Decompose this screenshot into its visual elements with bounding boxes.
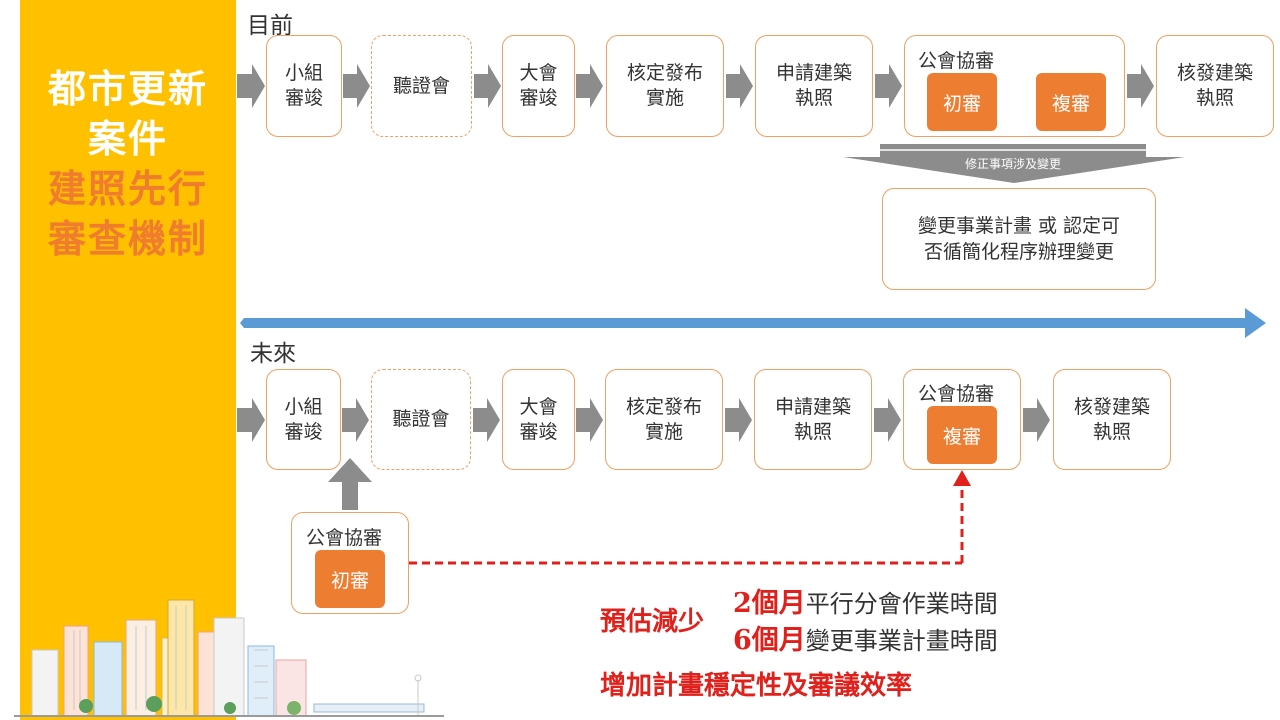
future-step-approval: 核定發布 實施 <box>605 369 723 470</box>
change-plan-box: 變更事業計畫 或 認定可 否循簡化程序辦理變更 <box>882 188 1156 290</box>
current-step-group-review: 小組 審竣 <box>266 35 342 137</box>
current-section-label: 目前 <box>247 13 293 39</box>
cityscape-illustration <box>14 599 444 717</box>
future-step-permit-issue: 核發建築 執照 <box>1053 369 1171 470</box>
sidebar-title-line3: 建照先行 <box>47 167 208 211</box>
current-step-approval: 核定發布 實施 <box>606 35 724 137</box>
future-guild-label: 公會協審 <box>918 383 995 405</box>
summary-line-1: 2個月平行分會作業時間 <box>733 581 998 620</box>
current-step-permit-apply: 申請建築 執照 <box>755 35 873 137</box>
early-initial-review: 初審 <box>315 550 385 608</box>
sidebar: 都市更新 案件 建照先行 審查機制 <box>20 0 236 720</box>
summary-line-2-text: 變更事業計畫時間 <box>805 627 998 655</box>
summary-line-2-emphasis: 6個月 <box>733 625 806 656</box>
summary-line-1-emphasis: 2個月 <box>733 588 806 619</box>
sidebar-title-line1: 都市更新 <box>47 67 208 111</box>
future-step-hearing: 聽證會 <box>371 369 471 470</box>
summary-line-2: 6個月變更事業計畫時間 <box>733 618 998 657</box>
future-re-review: 複審 <box>927 406 997 464</box>
reduce-label: 預估減少 <box>600 607 705 637</box>
current-step-permit-issue: 核發建築 執照 <box>1156 35 1274 137</box>
current-initial-review: 初審 <box>927 73 997 131</box>
sidebar-title-line4: 審查機制 <box>47 217 208 261</box>
early-guild-label: 公會協審 <box>306 527 383 549</box>
future-step-permit-apply: 申請建築 執照 <box>754 369 872 470</box>
revision-note: 修正事項涉及變更 <box>964 157 1061 171</box>
future-step-group-review: 小組 審竣 <box>266 369 341 470</box>
future-section-label: 未來 <box>250 341 296 367</box>
current-step-plenary-review: 大會 審竣 <box>502 35 575 137</box>
sidebar-title-line2: 案件 <box>87 117 168 161</box>
current-re-review: 複審 <box>1036 73 1106 131</box>
current-guild-label: 公會協審 <box>918 50 995 72</box>
summary-line-1-text: 平行分會作業時間 <box>805 590 998 618</box>
benefit-text: 增加計畫穩定性及審議效率 <box>600 671 913 701</box>
current-step-hearing: 聽證會 <box>371 35 472 137</box>
future-step-plenary-review: 大會 審竣 <box>502 369 575 470</box>
